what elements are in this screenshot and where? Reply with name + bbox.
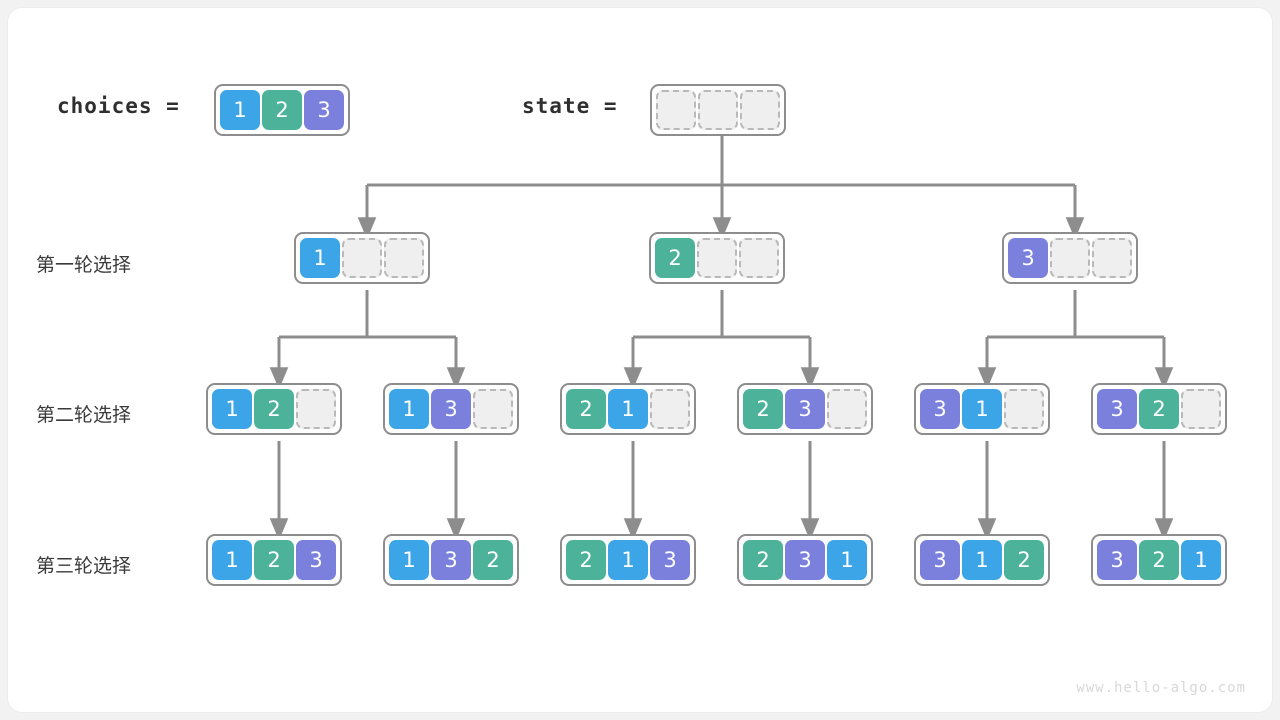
l2n5-cell-1: 1 <box>962 389 1002 429</box>
l3n5-cell-1: 1 <box>962 540 1002 580</box>
l1n2-cell-0: 2 <box>655 238 695 278</box>
l3n1-cell-1: 2 <box>254 540 294 580</box>
state-array-level-1-node-3: 3 <box>1002 232 1138 284</box>
l3n3-cell-2: 3 <box>650 540 690 580</box>
l3n6-cell-2: 1 <box>1181 540 1221 580</box>
state-label: state = <box>522 94 618 118</box>
l2n1-cell-0: 1 <box>212 389 252 429</box>
l3n6-cell-0: 3 <box>1097 540 1137 580</box>
l3n2-cell-0: 1 <box>389 540 429 580</box>
choices-cell-1: 2 <box>262 90 302 130</box>
watermark: www.hello-algo.com <box>1076 680 1246 696</box>
level-label-round-3: 第三轮选择 <box>36 555 132 577</box>
l1n2-cell-2 <box>739 238 779 278</box>
l1n1-cell-0: 1 <box>300 238 340 278</box>
state-array-level-1-node-1: 1 <box>294 232 430 284</box>
l2n4-cell-1: 3 <box>785 389 825 429</box>
l2n6-cell-0: 3 <box>1097 389 1137 429</box>
l3n5-cell-0: 3 <box>920 540 960 580</box>
l3n1-cell-2: 3 <box>296 540 336 580</box>
l2n6-cell-2 <box>1181 389 1221 429</box>
l3n2-cell-2: 2 <box>473 540 513 580</box>
l2n5-cell-2 <box>1004 389 1044 429</box>
l3n5-cell-2: 2 <box>1004 540 1044 580</box>
l2n2-cell-2 <box>473 389 513 429</box>
l2n4-cell-2 <box>827 389 867 429</box>
state-array <box>650 84 786 136</box>
state-cell-0 <box>656 90 696 130</box>
l3n6-cell-1: 2 <box>1139 540 1179 580</box>
l1n3-cell-1 <box>1050 238 1090 278</box>
l3n4-cell-2: 1 <box>827 540 867 580</box>
l1n1-cell-1 <box>342 238 382 278</box>
l2n6-cell-1: 2 <box>1139 389 1179 429</box>
l2n1-cell-1: 2 <box>254 389 294 429</box>
state-cell-2 <box>740 90 780 130</box>
l3n3-cell-0: 2 <box>566 540 606 580</box>
l2n5-cell-0: 3 <box>920 389 960 429</box>
l1n3-cell-0: 3 <box>1008 238 1048 278</box>
l3n1-cell-0: 1 <box>212 540 252 580</box>
level-label-round-2: 第二轮选择 <box>36 404 132 426</box>
l3n2-cell-1: 3 <box>431 540 471 580</box>
l2n3-cell-0: 2 <box>566 389 606 429</box>
l1n1-cell-2 <box>384 238 424 278</box>
state-cell-1 <box>698 90 738 130</box>
l3n3-cell-1: 1 <box>608 540 648 580</box>
choices-cell-2: 3 <box>304 90 344 130</box>
l1n2-cell-1 <box>697 238 737 278</box>
l2n4-cell-0: 2 <box>743 389 783 429</box>
choices-label: choices = <box>57 94 180 118</box>
l3n4-cell-1: 3 <box>785 540 825 580</box>
l2n3-cell-2 <box>650 389 690 429</box>
l1n3-cell-2 <box>1092 238 1132 278</box>
l2n2-cell-1: 3 <box>431 389 471 429</box>
l2n1-cell-2 <box>296 389 336 429</box>
level-label-round-1: 第一轮选择 <box>36 254 132 276</box>
l3n4-cell-0: 2 <box>743 540 783 580</box>
l2n2-cell-0: 1 <box>389 389 429 429</box>
choices-cell-0: 1 <box>220 90 260 130</box>
state-array-level-1-node-2: 2 <box>649 232 785 284</box>
l2n3-cell-1: 1 <box>608 389 648 429</box>
